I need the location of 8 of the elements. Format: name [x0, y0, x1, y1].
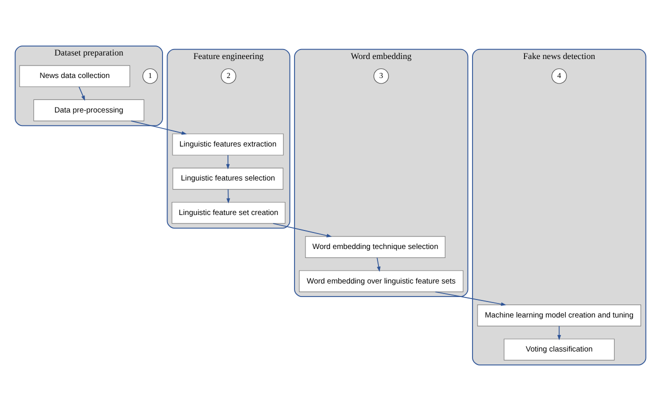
arrow	[226, 154, 230, 170]
arrow	[557, 326, 561, 340]
arrow	[376, 257, 380, 272]
arrow	[78, 86, 86, 101]
arrow	[226, 188, 230, 204]
arrow	[434, 291, 506, 306]
arrow	[272, 223, 332, 238]
arrow	[130, 120, 187, 135]
